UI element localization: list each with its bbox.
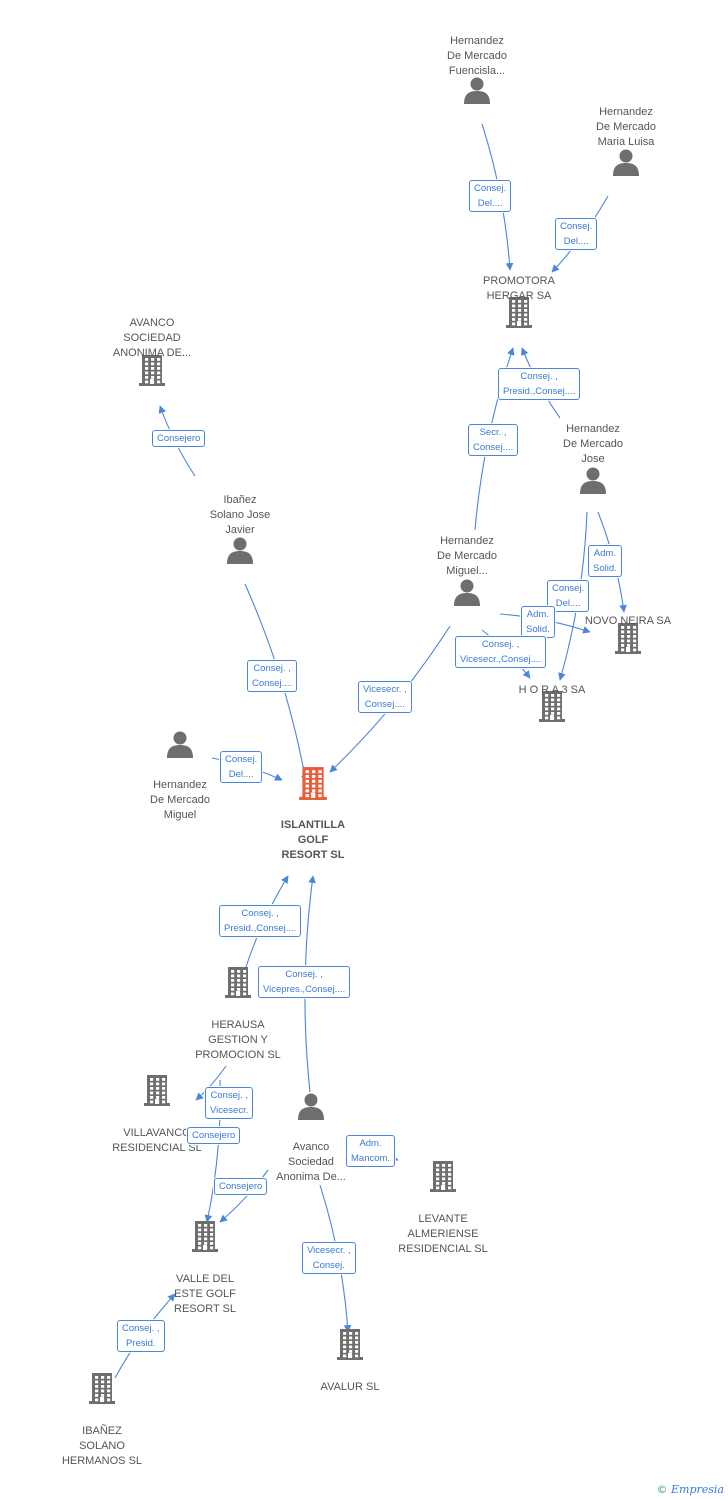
company-node[interactable] <box>538 690 566 722</box>
person-node[interactable] <box>612 148 640 176</box>
copyright-icon: © <box>656 1483 668 1496</box>
node-label[interactable]: HERAUSA GESTION Y PROMOCION SL <box>195 1019 281 1061</box>
building-icon <box>89 1373 115 1404</box>
brand-name: Empresia <box>671 1483 724 1496</box>
person-icon <box>613 149 639 176</box>
node-label[interactable]: LEVANTE ALMERIENSE RESIDENCIAL SL <box>398 1213 488 1255</box>
node-label-wrap: NOVO NEIRA SA <box>585 614 671 629</box>
company-node[interactable] <box>298 766 328 800</box>
relation-edge <box>219 1169 269 1223</box>
relation-label[interactable]: Adm. Solid. <box>588 545 622 577</box>
person-icon <box>580 467 606 494</box>
company-node[interactable] <box>336 1328 364 1360</box>
node-label-wrap: PROMOTORA HERGAR SA <box>483 274 555 304</box>
node-label-wrap: Hernandez De Mercado Jose <box>563 422 623 467</box>
building-icon <box>539 691 565 722</box>
building-icon <box>225 967 251 998</box>
relation-label[interactable]: Adm. Mancom. <box>346 1135 396 1167</box>
node-label[interactable]: Avanco Sociedad Anonima De... <box>276 1141 346 1183</box>
company-node[interactable] <box>191 1220 219 1252</box>
node-label[interactable]: AVALUR SL <box>320 1381 380 1393</box>
node-label-wrap: Hernandez De Mercado Maria Luisa <box>596 105 656 150</box>
relation-edge <box>195 1065 227 1101</box>
relation-label[interactable]: Consej. , Presid.,Consej.... <box>219 905 302 937</box>
person-node[interactable] <box>226 536 254 564</box>
node-label-wrap: VILLAVANCO RESIDENCIAL SL <box>112 1126 201 1156</box>
brand-watermark: © Empresia <box>657 1483 725 1496</box>
building-icon <box>144 1075 170 1106</box>
relation-label[interactable]: Consej. , Presid. <box>117 1320 165 1352</box>
company-node[interactable] <box>429 1160 457 1192</box>
node-label-wrap: Hernandez De Mercado Fuencisla... <box>447 34 507 79</box>
building-icon <box>192 1221 218 1252</box>
person-icon <box>167 731 193 758</box>
node-label[interactable]: ISLANTILLA GOLF RESORT SL <box>280 819 346 861</box>
person-icon <box>227 537 253 564</box>
relation-label[interactable]: Adm. Solid. <box>521 606 555 638</box>
relation-label[interactable]: Consej. , Presid.,Consej.... <box>498 368 581 400</box>
relation-label[interactable]: Consej. Del.... <box>469 180 512 212</box>
relation-label[interactable]: Consej. Del.... <box>220 751 263 783</box>
building-icon <box>299 767 327 800</box>
node-label-wrap: Ibañez Solano Jose Javier <box>210 493 271 538</box>
building-icon <box>506 297 532 328</box>
node-label[interactable]: Hernandez De Mercado Miguel <box>150 779 210 821</box>
company-node[interactable] <box>88 1372 116 1404</box>
node-label[interactable]: Hernandez De Mercado Maria Luisa <box>596 106 656 148</box>
node-label[interactable]: Hernandez De Mercado Miguel... <box>437 535 497 577</box>
node-label-wrap: AVALUR SL <box>321 1380 380 1395</box>
relation-label[interactable]: Secr. , Consej.... <box>468 424 519 456</box>
relation-label[interactable]: Consej. , Vicepres.,Consej.... <box>258 966 351 998</box>
node-label-wrap: LEVANTE ALMERIENSE RESIDENCIAL SL <box>398 1212 487 1257</box>
building-icon <box>337 1329 363 1360</box>
node-label-wrap: AVANCO SOCIEDAD ANONIMA DE... <box>113 316 191 361</box>
building-icon <box>615 623 641 654</box>
relation-label[interactable]: Consej. , Consej.... <box>247 660 298 692</box>
node-label-wrap: HERAUSA GESTION Y PROMOCION SL <box>195 1018 281 1063</box>
node-label[interactable]: Hernandez De Mercado Jose <box>563 423 623 465</box>
person-icon <box>298 1093 324 1120</box>
node-label[interactable]: Hernandez De Mercado Fuencisla... <box>447 35 507 77</box>
person-node[interactable] <box>297 1092 325 1120</box>
relation-label[interactable]: Consejero <box>187 1127 241 1144</box>
person-node[interactable] <box>453 578 481 606</box>
relation-label[interactable]: Consej. , Vicesecr.,Consej.... <box>455 636 547 668</box>
node-label[interactable]: VALLE DEL ESTE GOLF RESORT SL <box>174 1273 236 1315</box>
person-node[interactable] <box>166 730 194 758</box>
building-icon <box>139 355 165 386</box>
relation-label[interactable]: Consej. Del.... <box>555 218 598 250</box>
node-label-wrap: VALLE DEL ESTE GOLF RESORT SL <box>174 1272 236 1317</box>
node-label[interactable]: Ibañez Solano Jose Javier <box>209 494 271 536</box>
company-node[interactable] <box>505 296 533 328</box>
node-label-wrap: IBAÑEZ SOLANO HERMANOS SL <box>62 1424 142 1469</box>
company-node[interactable] <box>138 354 166 386</box>
node-label[interactable]: PROMOTORA HERGAR SA <box>483 275 555 302</box>
relation-label[interactable]: Consejero <box>152 430 206 447</box>
node-label-wrap: ISLANTILLA GOLF RESORT SL <box>281 818 345 863</box>
building-icon <box>430 1161 456 1192</box>
node-label-wrap: Avanco Sociedad Anonima De... <box>276 1140 346 1185</box>
company-node[interactable] <box>143 1074 171 1106</box>
person-icon <box>454 579 480 606</box>
node-label-wrap: Hernandez De Mercado Miguel... <box>437 534 497 579</box>
relation-label[interactable]: Consej. , Vicesecr. <box>205 1087 254 1119</box>
company-node[interactable] <box>614 622 642 654</box>
node-label[interactable]: H O R A 3 SA <box>518 684 586 696</box>
node-label[interactable]: VILLAVANCO RESIDENCIAL SL <box>112 1127 202 1154</box>
person-node[interactable] <box>579 466 607 494</box>
relation-label[interactable]: Vicesecr. , Consej. <box>302 1242 356 1274</box>
relation-label[interactable]: Consejero <box>214 1178 268 1195</box>
person-node[interactable] <box>463 76 491 104</box>
node-label[interactable]: IBAÑEZ SOLANO HERMANOS SL <box>61 1425 143 1467</box>
node-label-wrap: Hernandez De Mercado Miguel <box>150 778 210 823</box>
company-node[interactable] <box>224 966 252 998</box>
person-icon <box>464 77 490 104</box>
node-label[interactable]: NOVO NEIRA SA <box>584 615 672 627</box>
node-label-wrap: H O R A 3 SA <box>519 683 586 698</box>
node-label[interactable]: AVANCO SOCIEDAD ANONIMA DE... <box>112 317 192 359</box>
relation-label[interactable]: Vicesecr. , Consej.... <box>358 681 412 713</box>
